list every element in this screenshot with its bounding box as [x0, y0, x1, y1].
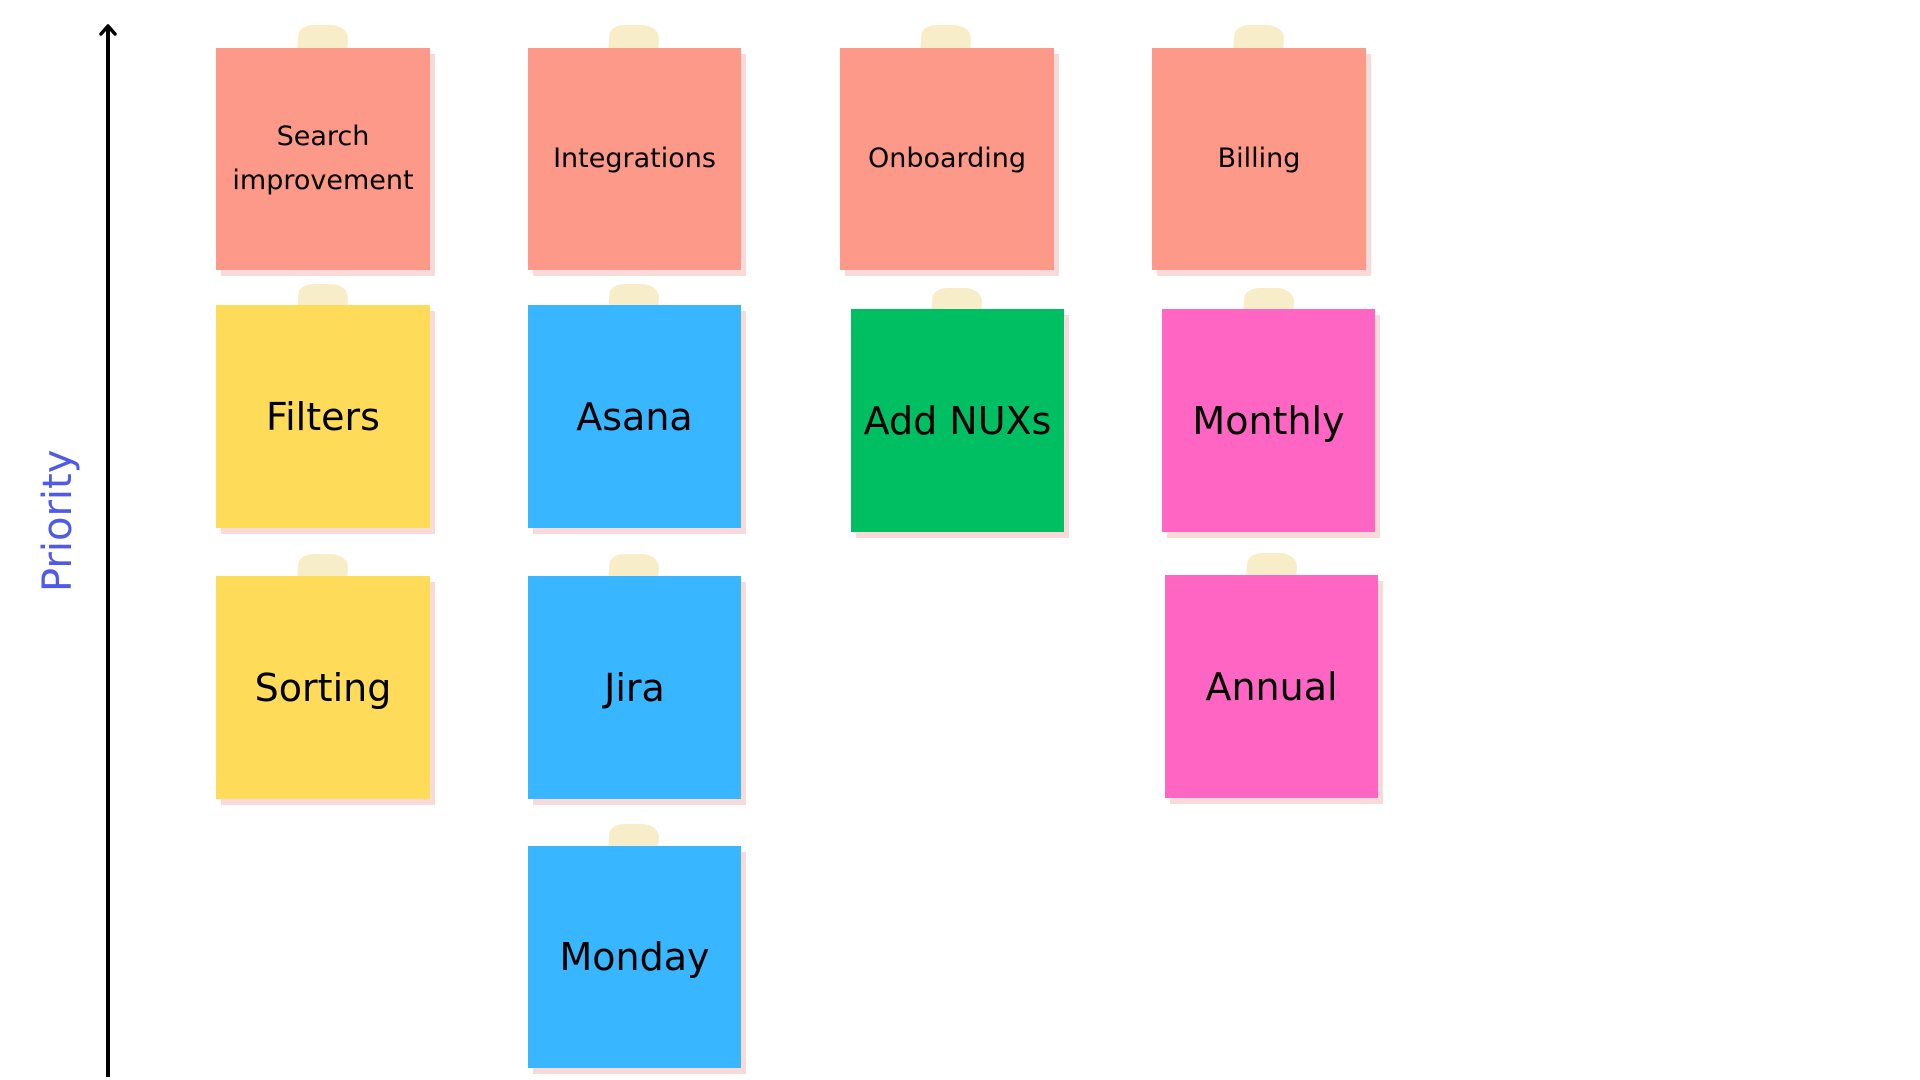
- sticky-note-annual[interactable]: Annual: [1165, 575, 1378, 798]
- sticky-note-asana[interactable]: Asana: [528, 305, 741, 528]
- note-label: Search improvement: [232, 121, 414, 196]
- axis-line: [106, 27, 110, 1077]
- note-label: Monday: [559, 935, 710, 979]
- sticky-note-sorting[interactable]: Sorting: [216, 576, 430, 799]
- sticky-note-jira[interactable]: Jira: [528, 576, 741, 799]
- sticky-note-onboarding[interactable]: Onboarding: [840, 48, 1054, 270]
- sticky-note-billing[interactable]: Billing: [1152, 48, 1366, 270]
- note-label: Billing: [1217, 143, 1301, 174]
- arrow-up-icon: [99, 24, 117, 36]
- sticky-note-add-nuxs[interactable]: Add NUXs: [851, 309, 1064, 532]
- sticky-note-integrations[interactable]: Integrations: [528, 48, 741, 270]
- sticky-note-filters[interactable]: Filters: [216, 305, 430, 528]
- sticky-note-monday[interactable]: Monday: [528, 846, 741, 1068]
- note-label: Filters: [266, 394, 380, 439]
- note-label: Annual: [1205, 664, 1338, 709]
- note-label: Asana: [576, 394, 693, 439]
- note-label: Jira: [604, 665, 665, 710]
- note-label: Integrations: [553, 143, 716, 174]
- sticky-note-monthly[interactable]: Monthly: [1162, 309, 1375, 532]
- note-label: Monthly: [1192, 398, 1345, 443]
- sticky-note-search-improvement[interactable]: Search improvement: [216, 48, 430, 270]
- note-label: Add NUXs: [863, 398, 1052, 443]
- note-label: Onboarding: [867, 143, 1027, 174]
- note-label: Sorting: [254, 665, 392, 710]
- axis-label: Priority: [35, 449, 81, 592]
